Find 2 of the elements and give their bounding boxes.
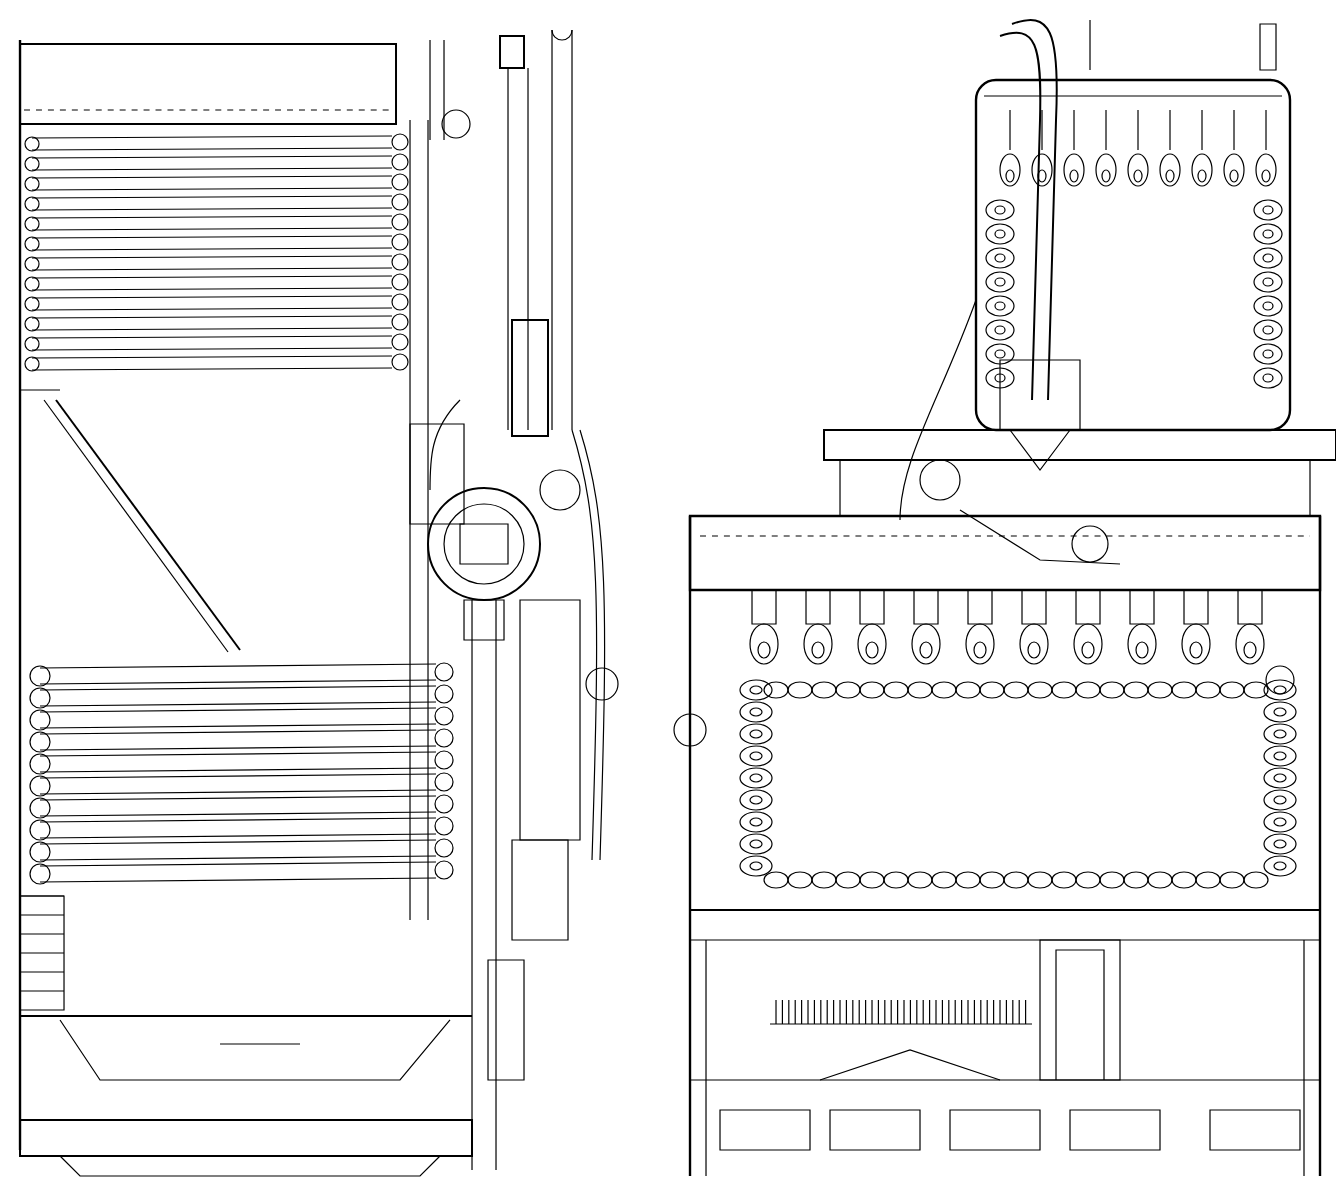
boiler-front-view-drawing — [673, 19, 1336, 1178]
boiler-side-view-drawing — [18, 29, 619, 1177]
